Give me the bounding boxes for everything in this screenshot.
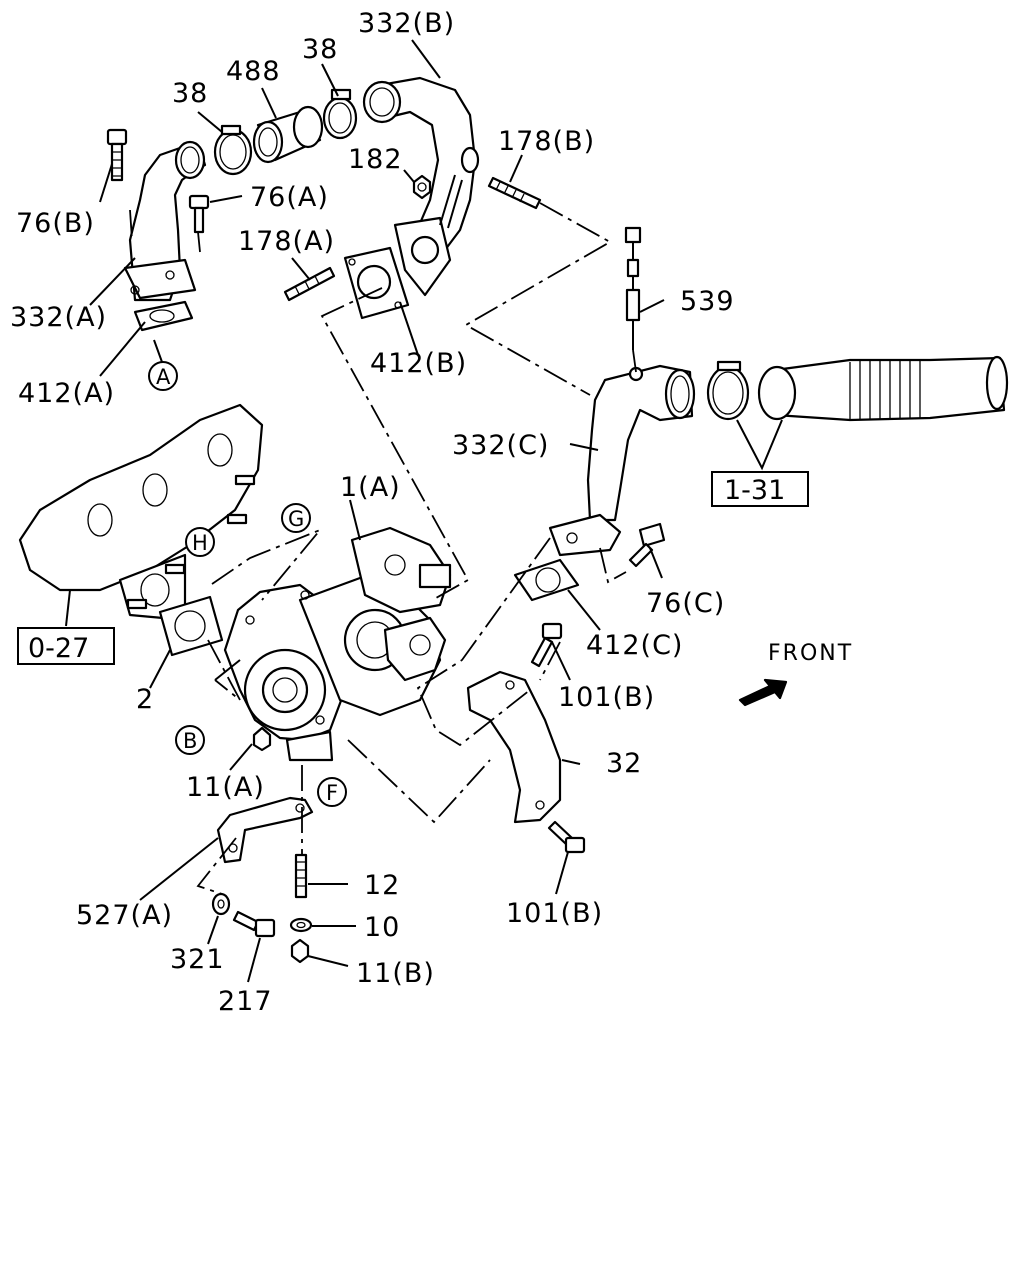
front-arrow-icon: [738, 678, 788, 707]
part-332c-pipe: [548, 364, 696, 557]
part-332a-pipe: [123, 140, 207, 302]
label-11b: 11(B): [356, 958, 435, 989]
label-412a: 412(A): [18, 378, 115, 409]
label-101b-lower: 101(B): [506, 898, 603, 929]
part-178a-stud: [283, 266, 336, 302]
part-488-hose: [252, 105, 324, 164]
part-217-bolt: [232, 910, 276, 938]
part-321-washer: [211, 892, 231, 916]
front-label: FRONT: [768, 641, 853, 666]
part-101b-lower-bolt: [547, 820, 586, 854]
label-488: 488: [226, 56, 281, 87]
part-332b-pipe: [362, 76, 480, 297]
part-412c-gasket: [513, 558, 580, 602]
label-32: 32: [606, 748, 642, 779]
part-labels: 332(B) 38 488 38 178(B) 182 76(A) 76(B) …: [10, 8, 735, 1017]
label-12: 12: [364, 870, 400, 901]
part-101b-upper-bolt: [530, 622, 563, 668]
reference-box-131[interactable]: 1-31: [711, 471, 809, 507]
part-76a-bolt: [188, 194, 210, 234]
part-32-heatshield: [466, 670, 562, 824]
part-11b-nut: [290, 938, 310, 964]
part-76c-bolt: [628, 522, 666, 568]
label-10: 10: [364, 912, 400, 943]
label-76b: 76(B): [16, 208, 95, 239]
callout-b: B: [175, 725, 205, 755]
label-2: 2: [136, 684, 154, 715]
label-332c: 332(C): [452, 430, 549, 461]
reference-box-027[interactable]: 0-27: [17, 627, 115, 665]
label-76c: 76(C): [646, 588, 725, 619]
callout-b-text: B: [183, 729, 197, 753]
label-332b: 332(B): [358, 8, 455, 39]
label-101b-upper: 101(B): [558, 682, 655, 713]
label-178b: 178(B): [498, 126, 595, 157]
part-76b-bolt: [106, 128, 128, 182]
callout-g: G: [281, 503, 311, 533]
part-412b-gasket: [343, 246, 410, 320]
label-321: 321: [170, 944, 225, 975]
part-131-hose: [706, 355, 1009, 422]
label-527a: 527(A): [76, 900, 173, 931]
label-11a: 11(A): [186, 772, 265, 803]
callout-a-text: A: [156, 365, 171, 389]
callout-a: A: [148, 361, 178, 391]
callout-f-text: F: [326, 781, 338, 805]
part-12-stud: [294, 853, 308, 899]
leader-lines: [65, 39, 783, 983]
label-38-left: 38: [172, 78, 208, 109]
callout-g-text: G: [288, 507, 304, 531]
label-76a: 76(A): [250, 182, 329, 213]
part-539-sensor: [624, 226, 642, 350]
part-10-washer: [289, 917, 313, 933]
reference-027-text: 0-27: [28, 633, 89, 664]
callout-h-text: H: [192, 531, 208, 555]
reference-131-text: 1-31: [724, 475, 785, 506]
part-412a-gasket: [133, 300, 194, 332]
part-527a-bracket: [216, 796, 314, 864]
callout-h: H: [185, 527, 215, 557]
part-027-manifold: [18, 403, 264, 622]
label-332a: 332(A): [10, 302, 107, 333]
label-217: 217: [218, 986, 273, 1017]
part-38-clamp-top: [322, 88, 358, 140]
label-182: 182: [348, 144, 403, 175]
assembly-dash-lines: [129, 202, 637, 895]
callout-f: F: [317, 777, 347, 807]
part-182-nut: [412, 174, 432, 200]
part-2-gasket: [158, 595, 224, 657]
label-1a: 1(A): [340, 472, 401, 503]
label-412b: 412(B): [370, 348, 467, 379]
part-38-clamp-left: [213, 124, 253, 176]
label-412c: 412(C): [586, 630, 683, 661]
label-38-top: 38: [302, 34, 338, 65]
part-11a-nut: [252, 726, 272, 752]
part-1a-turbocharger: [214, 526, 452, 762]
label-178a: 178(A): [238, 226, 335, 257]
part-178b-stud: [487, 176, 542, 210]
label-539: 539: [680, 286, 735, 317]
